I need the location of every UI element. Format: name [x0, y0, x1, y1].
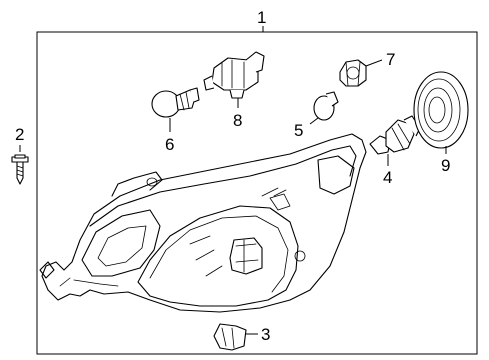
callout-7-label: 7 — [386, 50, 395, 69]
callout-9-label: 9 — [441, 156, 450, 175]
assembly-frame — [36, 31, 478, 355]
callout-2-label: 2 — [15, 125, 24, 144]
callout-8-label: 8 — [233, 111, 242, 130]
part-2-screw: 2 — [11, 125, 29, 185]
callout-3-label: 3 — [261, 325, 270, 344]
part-9-dust-cap: 9 — [413, 71, 469, 175]
part-6-bulb: 6 — [151, 87, 200, 154]
part-5-bulb: 5 — [294, 91, 339, 140]
headlamp-housing — [39, 133, 367, 313]
part-3-clip: 3 — [213, 323, 270, 351]
part-4-halogen-bulb: 4 — [369, 115, 421, 187]
callout-5-label: 5 — [294, 121, 303, 140]
callout-4-label: 4 — [383, 168, 392, 187]
callout-6-label: 6 — [165, 135, 174, 154]
part-8-socket: 8 — [203, 51, 265, 130]
callout-1-label: 1 — [257, 8, 266, 27]
part-7-socket: 7 — [339, 50, 395, 87]
callout-1: 1 — [257, 8, 266, 32]
